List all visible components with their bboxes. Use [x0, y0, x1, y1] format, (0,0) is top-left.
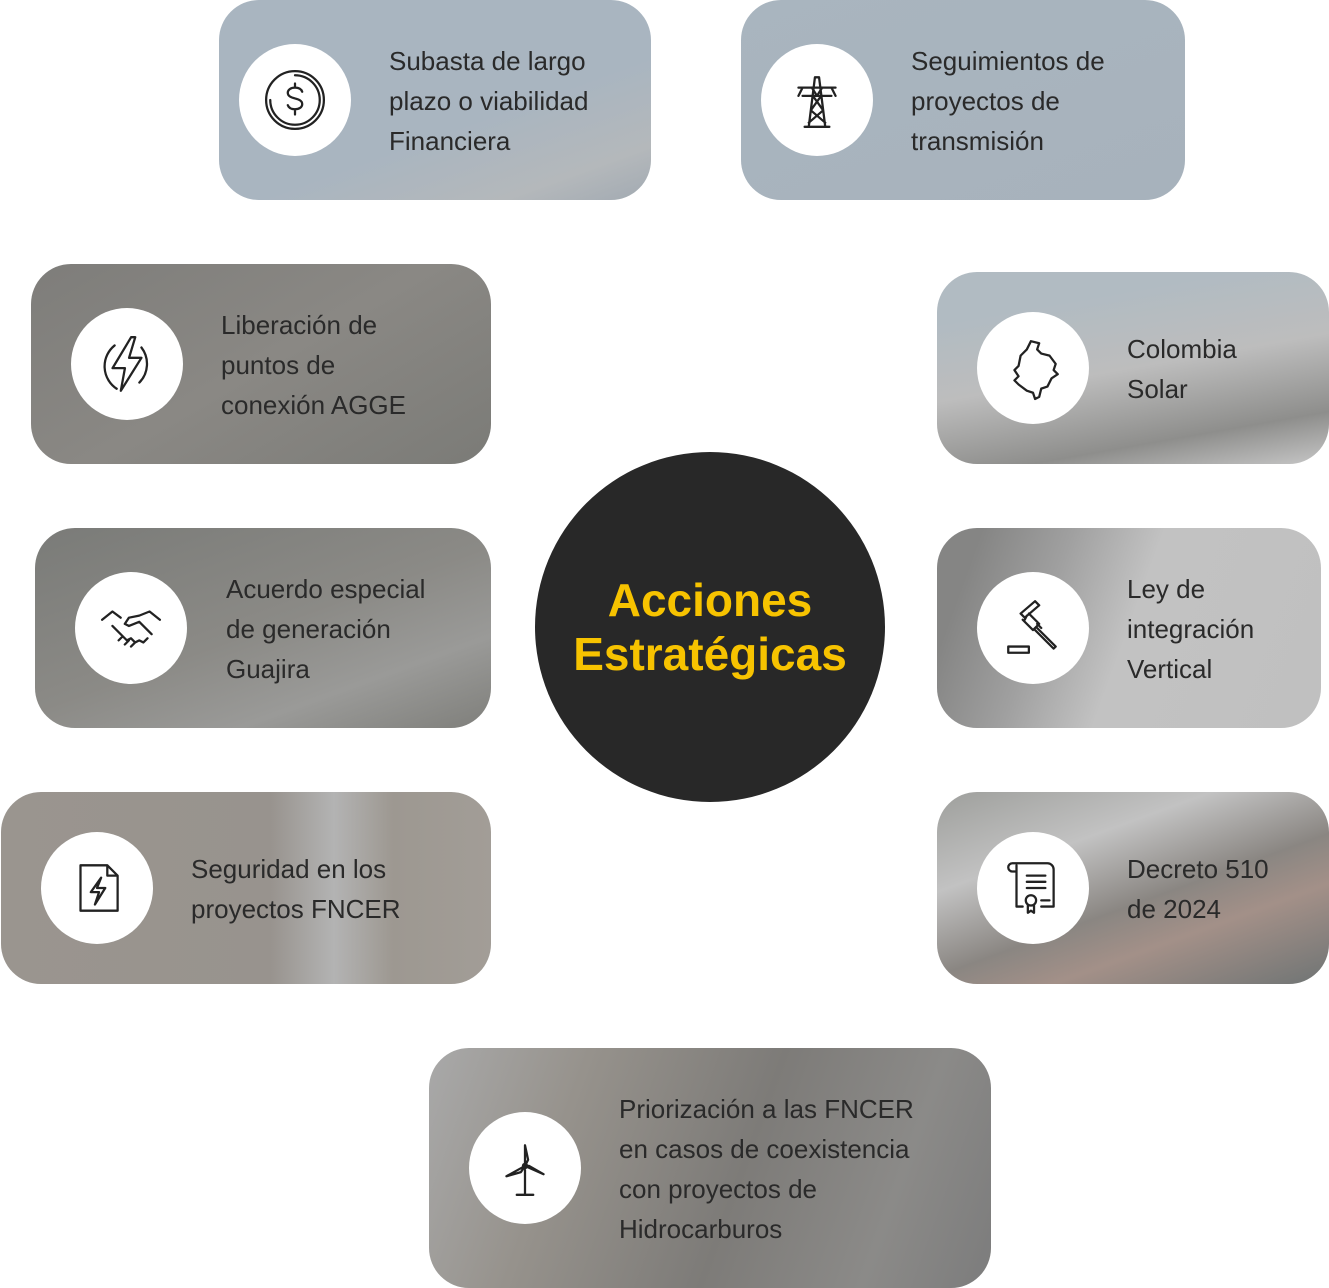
card-line: Seguimientos de	[911, 46, 1105, 76]
handshake-icon	[75, 572, 187, 684]
card-seguridad: Seguridad en los proyectos FNCER	[1, 792, 491, 984]
card-line: Decreto 510	[1127, 854, 1269, 884]
card-line: Subasta de largo	[389, 46, 586, 76]
gavel-icon	[977, 572, 1089, 684]
card-line: Ley de	[1127, 574, 1206, 604]
card-colombia-solar: Colombia Solar	[937, 272, 1329, 464]
center-title: Acciones Estratégicas	[535, 452, 885, 802]
card-liberacion: Liberación de puntos de conexión AGGE	[31, 264, 491, 464]
card-line: plazo o viabilidad	[389, 86, 589, 116]
card-decreto: Decreto 510 de 2024	[937, 792, 1329, 984]
card-line: Financiera	[389, 126, 511, 156]
card-subasta-content: Subasta de largo plazo o viabilidad Fina…	[219, 0, 651, 200]
wind-turbine-icon	[469, 1112, 581, 1224]
card-line: proyectos FNCER	[191, 894, 401, 924]
card-line: puntos de	[221, 350, 336, 380]
energy-document-icon	[41, 832, 153, 944]
card-line: de 2024	[1127, 894, 1221, 924]
transmission-tower-icon	[761, 44, 873, 156]
card-line: proyectos de	[911, 86, 1060, 116]
card-line: Liberación de	[221, 310, 378, 340]
card-line: de generación	[226, 614, 391, 644]
center-title-line2: Estratégicas	[573, 628, 847, 680]
card-line: Seguridad en los	[191, 854, 387, 884]
card-line: Acuerdo especial	[226, 574, 426, 604]
center-title-line1: Acciones	[607, 574, 813, 626]
certificate-scroll-icon	[977, 832, 1089, 944]
lightning-circle-icon	[71, 308, 183, 420]
card-acuerdo: Acuerdo especial de generación Guajira	[35, 528, 491, 728]
card-line: transmisión	[911, 126, 1044, 156]
card-line: Hidrocarburos	[619, 1214, 783, 1244]
colombia-map-icon	[977, 312, 1089, 424]
card-ley: Ley de integración Vertical	[937, 528, 1321, 728]
card-line: conexión AGGE	[221, 390, 406, 420]
card-seguimientos: Seguimientos de proyectos de transmisión	[741, 0, 1185, 200]
card-line: Solar	[1127, 374, 1188, 404]
card-line: Colombia	[1127, 334, 1237, 364]
card-line: Guajira	[226, 654, 310, 684]
card-line: con proyectos de	[619, 1174, 818, 1204]
card-line: en casos de coexistencia	[619, 1134, 910, 1164]
card-line: integración	[1127, 614, 1255, 644]
card-line: Vertical	[1127, 654, 1213, 684]
dollar-coin-icon	[239, 44, 351, 156]
card-line: Priorización a las FNCER	[619, 1094, 914, 1124]
card-priorizacion: Priorización a las FNCER en casos de coe…	[429, 1048, 991, 1288]
